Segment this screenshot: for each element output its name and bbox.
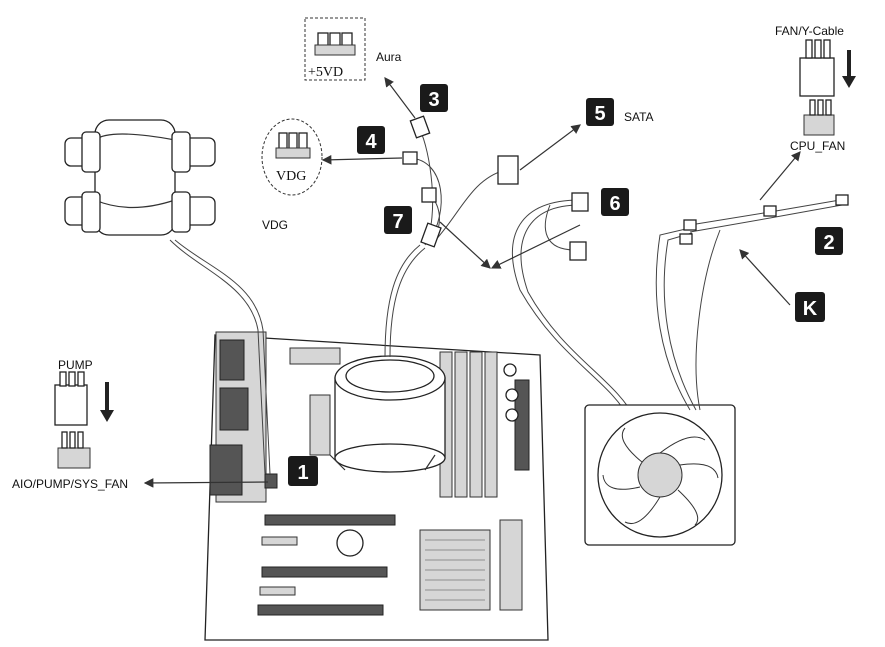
pump-connector xyxy=(54,371,91,469)
cpu-fan-label: CPU_FAN xyxy=(790,139,845,153)
motherboard xyxy=(204,331,549,641)
y-cable xyxy=(679,194,849,245)
cpu-fan-down-arrow-head xyxy=(842,76,856,88)
badge-6: 6 xyxy=(601,188,629,216)
badge-7: 7 xyxy=(384,206,412,234)
svg-text:4: 4 xyxy=(365,131,377,153)
svg-text:2: 2 xyxy=(823,232,834,254)
aio-pump-sys-fan-label: AIO/PUMP/SYS_FAN xyxy=(12,477,128,491)
vdg-inline-label: VDG xyxy=(262,218,288,232)
aura-label: Aura xyxy=(376,50,402,64)
badge-3: 3 xyxy=(420,84,448,112)
svg-text:7: 7 xyxy=(392,211,403,233)
aio-pump-head xyxy=(329,355,446,473)
svg-text:5: 5 xyxy=(594,103,605,125)
badge-2: 2 xyxy=(815,227,843,255)
cpu-fan-connector xyxy=(799,39,835,136)
vdg-header-label: VDG xyxy=(276,169,306,184)
radiator-tubes xyxy=(64,119,271,475)
badge-4: 4 xyxy=(357,126,385,154)
svg-text:3: 3 xyxy=(428,89,439,111)
badge-k: K xyxy=(795,292,825,322)
aura-header-inset xyxy=(304,17,366,81)
svg-text:6: 6 xyxy=(609,193,620,215)
pump-label: PUMP xyxy=(58,358,93,372)
fan xyxy=(584,227,736,546)
badge-5: 5 xyxy=(586,98,614,126)
pump-head-cable xyxy=(384,115,519,358)
five-vd-label: +5VD xyxy=(308,65,343,80)
sata-label: SATA xyxy=(624,110,654,124)
sata-branch-cable xyxy=(512,192,637,421)
vdg-header-inset xyxy=(261,118,323,196)
badge-1: 1 xyxy=(288,456,318,486)
svg-text:K: K xyxy=(803,298,818,320)
leader-lines xyxy=(143,77,801,488)
pump-down-arrow-head xyxy=(100,410,114,422)
fan-y-cable-label: FAN/Y-Cable xyxy=(775,24,844,38)
svg-text:1: 1 xyxy=(297,462,308,484)
